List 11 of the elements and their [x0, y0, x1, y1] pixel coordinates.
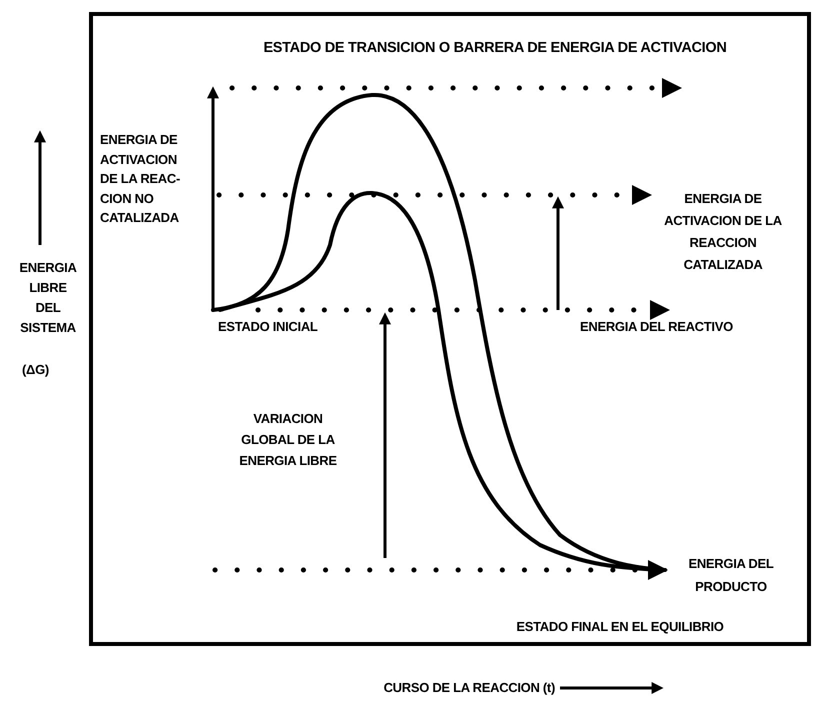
axis-label: (ΔG)	[22, 361, 50, 379]
annotation-text: ESTADO FINAL EN EL EQUILIBRIO	[515, 618, 725, 636]
heading: ESTADO DE TRANSICION O BARRERA DE ENERGIA DE ACTIVACION	[262, 39, 728, 58]
axis-label: CURSO DE LA REACCION (t)	[382, 679, 555, 697]
annotation-text: ENERGIA DE ACTIVACION DE LA REACCION CATALIZADA	[663, 190, 783, 274]
annotation-text: ENERGIA DEL REACTIVO	[580, 318, 734, 336]
axis-label: ENERGIA LIBRE DEL SISTEMA	[18, 259, 78, 337]
annotation-text: ENERGIA DE ACTIVACION DE LA REAC- CION NO CATALIZADA	[100, 131, 181, 227]
annotation-text: ENERGIA DEL PRODUCTO	[687, 555, 775, 596]
annotation-text: ESTADO INICIAL	[218, 318, 319, 336]
annotation-text: VARIACION GLOBAL DE LA ENERGIA LIBRE	[238, 410, 338, 470]
